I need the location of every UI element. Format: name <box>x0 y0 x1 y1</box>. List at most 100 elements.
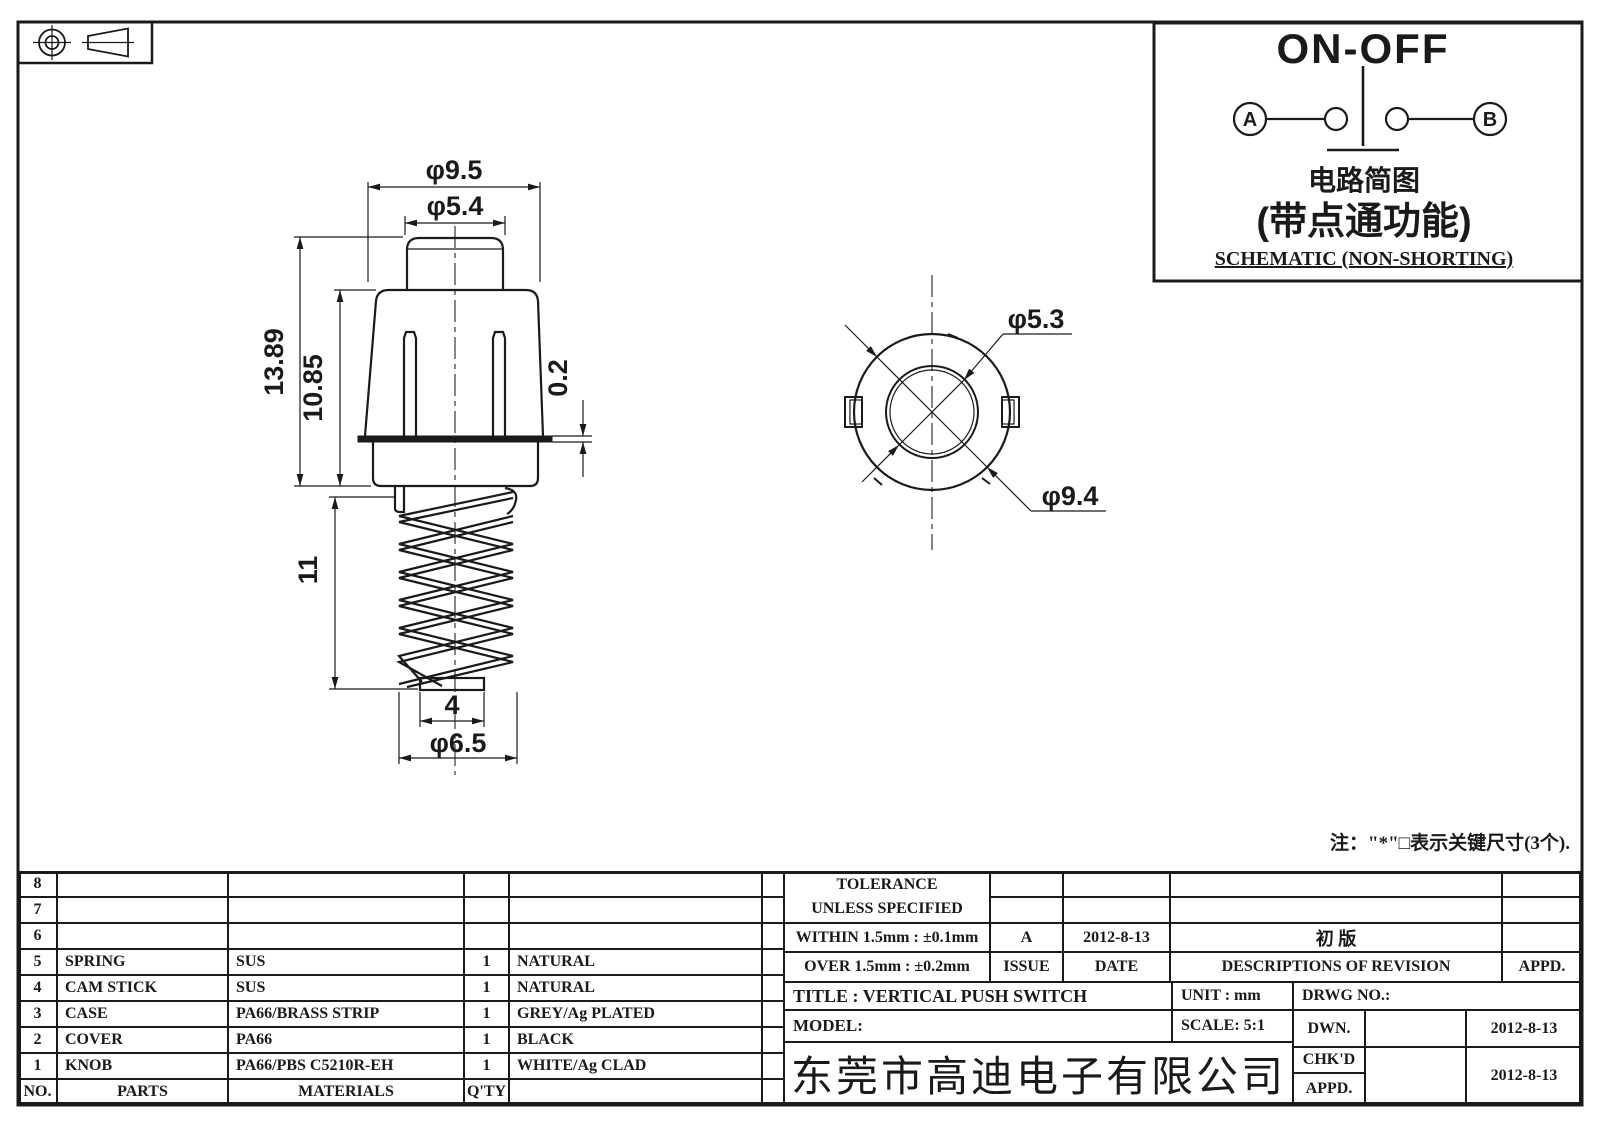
revision-descriptions-label: DESCRIPTIONS OF REVISION <box>1170 952 1502 982</box>
parts-row-finish: NATURAL <box>509 975 762 1001</box>
parts-header-materials: MATERIALS <box>228 1079 464 1105</box>
parts-row-name: CASE <box>57 1001 228 1027</box>
dim-13-89 <box>294 236 403 487</box>
tolerance-within: WITHIN 1.5mm : ±0.1mm <box>784 923 990 952</box>
parts-header-finish <box>509 1079 762 1105</box>
dim-label-phi-5-3: φ5.3 <box>1008 304 1065 334</box>
parts-row-spacer <box>762 949 784 975</box>
parts-row-no: 1 <box>18 1053 57 1079</box>
dim-label-phi-9-4: φ9.4 <box>1042 481 1099 511</box>
parts-row-finish: WHITE/Ag CLAD <box>509 1053 762 1079</box>
dim-label-13-89: 13.89 <box>259 328 289 396</box>
parts-row-finish: BLACK <box>509 1027 762 1053</box>
revision-empty-cell <box>990 897 1063 923</box>
spring <box>396 490 514 692</box>
schematic-caption-cn: 电路简图 <box>1308 164 1420 196</box>
parts-row-name: SPRING <box>57 949 228 975</box>
dim-label-phi-9-5: φ9.5 <box>426 155 483 185</box>
parts-row-name: COVER <box>57 1027 228 1053</box>
parts-row-no: 2 <box>18 1027 57 1053</box>
parts-row-material <box>228 897 464 923</box>
issue-value: A <box>990 923 1063 952</box>
dim-label-10-85: 10.85 <box>298 354 328 422</box>
parts-row-finish <box>509 923 762 949</box>
chkd-date: 2012-8-13 <box>1466 1047 1582 1105</box>
parts-header-qty: Q'TY <box>464 1079 509 1105</box>
schematic-title: ON-OFF <box>1277 25 1450 72</box>
parts-row-spacer <box>762 923 784 949</box>
parts-row-spacer <box>762 871 784 897</box>
date-label: DATE <box>1063 952 1170 982</box>
terminal-b-label: B <box>1483 109 1497 131</box>
dim-4 <box>419 692 485 727</box>
parts-row-no: 8 <box>18 871 57 897</box>
revision-appd-empty <box>1502 923 1582 952</box>
issue-label: ISSUE <box>990 952 1063 982</box>
parts-row-name <box>57 897 228 923</box>
parts-row-no: 7 <box>18 897 57 923</box>
parts-row-material: PA66 <box>228 1027 464 1053</box>
schematic-caption-cn2: (带点通功能) <box>1256 201 1471 243</box>
parts-row-qty: 1 <box>464 1001 509 1027</box>
parts-row-finish <box>509 897 762 923</box>
parts-row-no: 3 <box>18 1001 57 1027</box>
tolerance-title: TOLERANCE <box>836 876 938 893</box>
dim-label-phi-6-5: φ6.5 <box>430 728 487 758</box>
dim-label-4: 4 <box>444 690 459 720</box>
revision-empty-cell <box>1063 871 1170 897</box>
key-dimension-note: 注："*"□表示关键尺寸(3个). <box>1330 833 1570 854</box>
revision-empty-cell <box>1502 897 1582 923</box>
parts-row-qty <box>464 871 509 897</box>
revision-empty-cell <box>1170 871 1502 897</box>
dim-phi-5-4 <box>404 216 506 235</box>
issue-date-value: 2012-8-13 <box>1063 923 1170 952</box>
dim-phi-5-3 <box>861 333 1072 483</box>
parts-row-qty: 1 <box>464 1027 509 1053</box>
front-view: φ9.5 φ5.4 13.89 10.85 <box>259 155 592 775</box>
sheet-frame <box>16 20 1584 1107</box>
parts-row-spacer <box>762 1079 784 1105</box>
dim-phi-6-5 <box>398 692 518 764</box>
dwn-date: 2012-8-13 <box>1466 1010 1582 1047</box>
revision-appd-label: APPD. <box>1502 952 1582 982</box>
parts-row-finish: GREY/Ag PLATED <box>509 1001 762 1027</box>
dwn-signature-cell <box>1365 1010 1466 1047</box>
parts-row-material: PA66/PBS C5210R-EH <box>228 1053 464 1079</box>
dim-10-85 <box>334 289 376 486</box>
parts-row-name: KNOB <box>57 1053 228 1079</box>
parts-header-parts: PARTS <box>57 1079 228 1105</box>
parts-row-spacer <box>762 1027 784 1053</box>
revision-empty-cell <box>990 871 1063 897</box>
company-cell: 东莞市高迪电子有限公司 <box>784 1042 1293 1105</box>
dim-11 <box>329 496 418 690</box>
scale-cell: SCALE: 5:1 <box>1172 1010 1293 1042</box>
dim-0-2 <box>552 400 592 477</box>
projection-symbol <box>16 20 154 65</box>
dim-label-11: 11 <box>293 556 323 585</box>
parts-row-qty <box>464 923 509 949</box>
dim-phi-9-5 <box>367 182 541 282</box>
dim-label-0-2: 0.2 <box>543 359 573 397</box>
parts-table: 8 7 6 5 SPRING SUS 1 NATURAL 4 CAM STICK… <box>18 871 784 1105</box>
top-view: φ5.3 φ9.4 <box>844 275 1106 550</box>
revision-description: 初 版 <box>1170 923 1502 952</box>
parts-row-spacer <box>762 1053 784 1079</box>
parts-row-no: 4 <box>18 975 57 1001</box>
parts-row-material: PA66/BRASS STRIP <box>228 1001 464 1027</box>
parts-row-name <box>57 871 228 897</box>
parts-row-spacer <box>762 975 784 1001</box>
parts-row-name <box>57 923 228 949</box>
revision-empty-cell <box>1063 897 1170 923</box>
chkd-signature-cell <box>1365 1047 1466 1105</box>
parts-row-material: SUS <box>228 975 464 1001</box>
company-name: 东莞市高迪电子有限公司 <box>790 1053 1286 1100</box>
parts-row-spacer <box>762 897 784 923</box>
parts-row-qty: 1 <box>464 975 509 1001</box>
drwg-no-cell: DRWG NO.: <box>1293 982 1582 1010</box>
schematic-box: ON-OFF A B 电路简图 (带点通功能) SCHEMATIC (NON-S… <box>1152 21 1584 283</box>
unit-cell: UNIT : mm <box>1172 982 1293 1010</box>
appd-row-label: APPD. <box>1293 1073 1365 1105</box>
parts-row-finish: NATURAL <box>509 949 762 975</box>
